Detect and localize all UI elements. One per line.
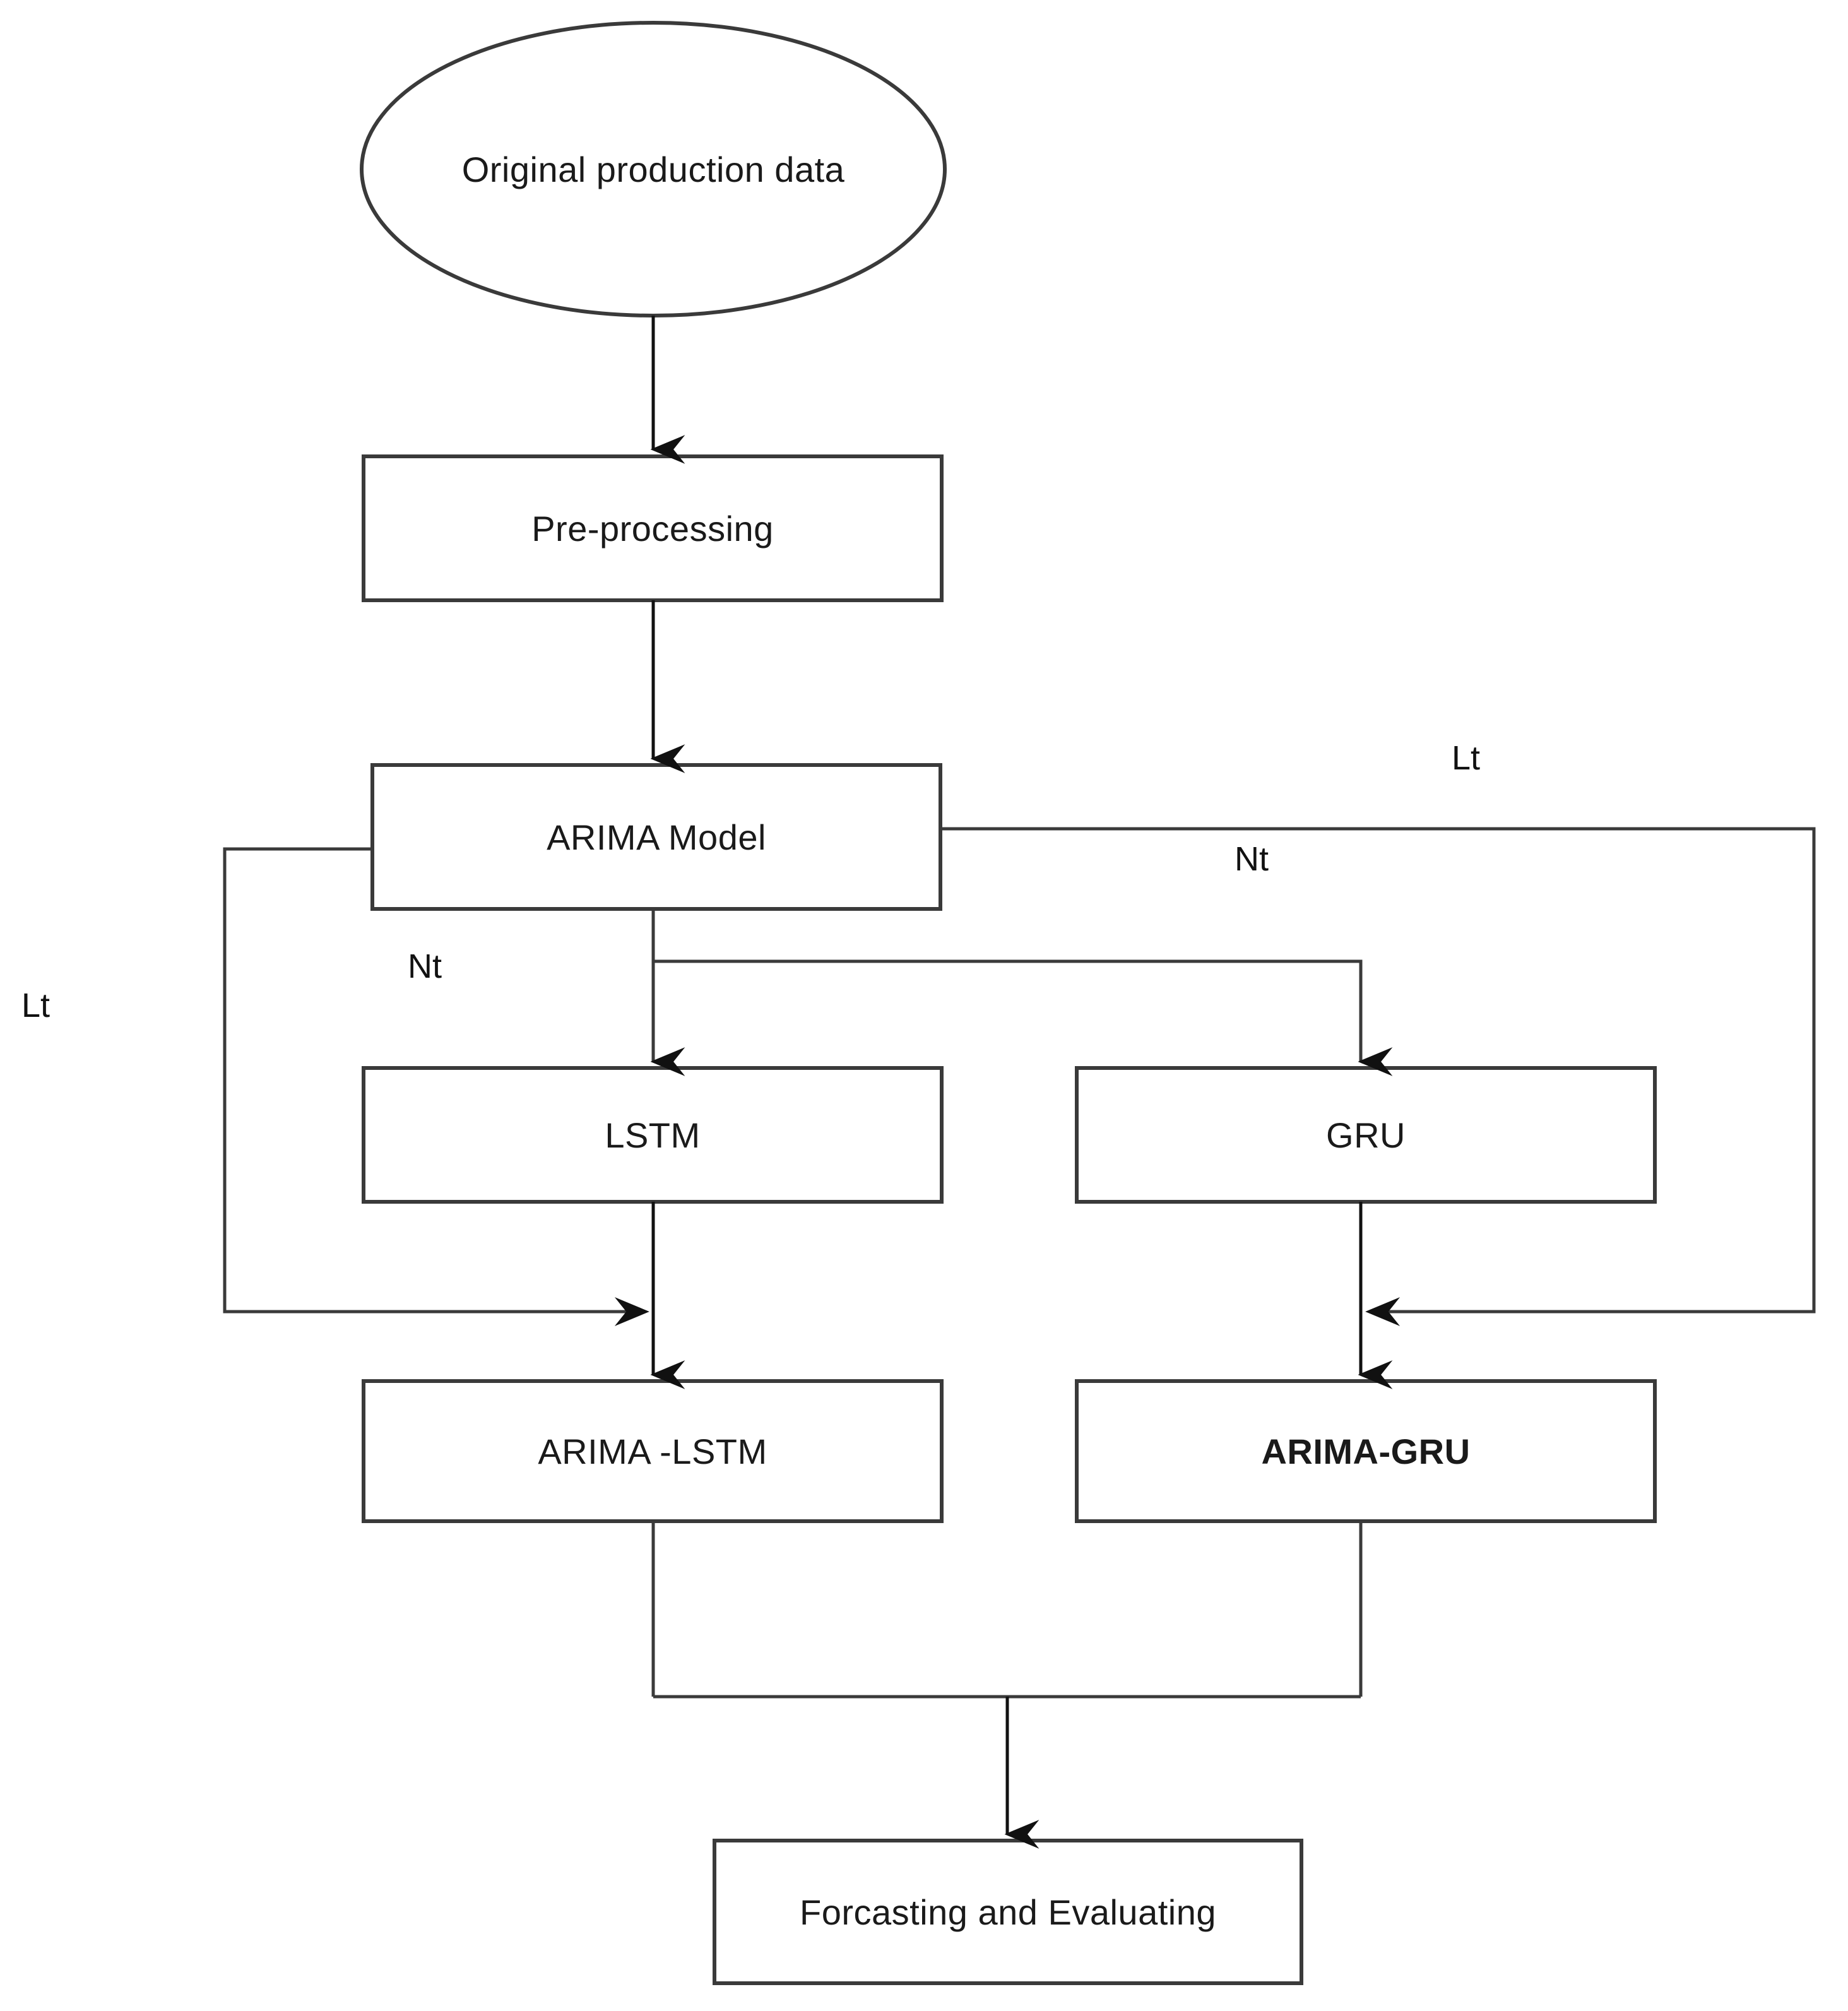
edge-arima-lt-right-path — [940, 827, 1816, 1326]
edge-arima-to-gru — [653, 959, 1393, 1076]
node-arima-lstm-shape[interactable] — [362, 1379, 944, 1523]
node-forecasting-shape[interactable] — [713, 1839, 1303, 1985]
node-lstm-shape[interactable] — [362, 1066, 944, 1204]
node-arima-gru-shape[interactable] — [1075, 1379, 1657, 1523]
node-original-data-shape[interactable] — [360, 21, 947, 317]
node-arima-model-shape[interactable] — [370, 763, 942, 911]
node-pre-processing-shape[interactable] — [362, 454, 944, 602]
node-gru-shape[interactable] — [1075, 1066, 1657, 1204]
edge-arima-lt-left-path — [223, 847, 649, 1326]
